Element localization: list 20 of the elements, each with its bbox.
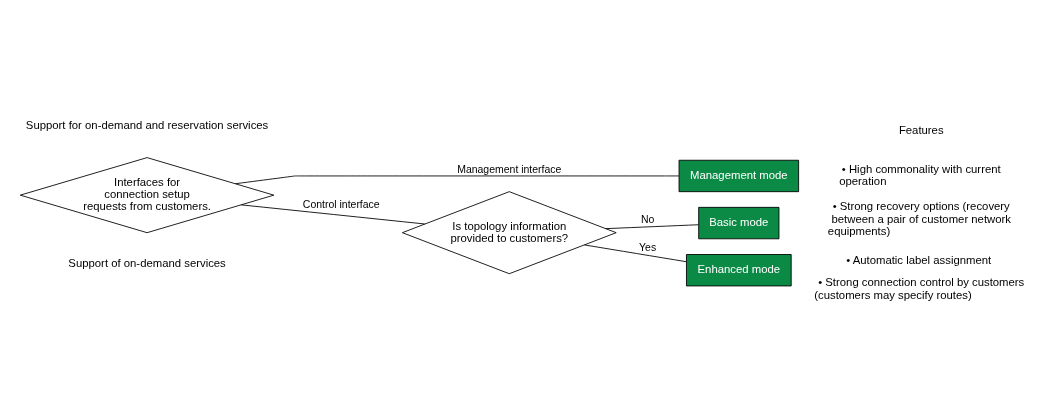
node-label: • Automatic label assignment: [846, 254, 992, 267]
node-label: • Strong recovery options (recovery between a pair of customer network equipments): [827, 200, 1011, 237]
label: Features: [898, 124, 944, 137]
node-box: Basic mode: [698, 206, 780, 240]
connector: [240, 204, 426, 225]
node-label: • Strong connection control by customers (customers may specify routes): [814, 276, 1025, 301]
node-label: • High commonality with current operation: [839, 162, 1001, 188]
edge-label: Control interface: [302, 198, 380, 210]
connector: [584, 244, 687, 263]
node-box: Enhanced mode: [686, 254, 792, 287]
edge-label: No: [640, 213, 655, 225]
node-box: Management mode: [678, 159, 800, 193]
edge-label: Yes: [639, 241, 657, 253]
node-diamond: Interfaces for connection setup requests from customers.: [19, 157, 275, 234]
node-diamond: Is topology information provided to customers?: [401, 191, 617, 275]
label: Support of on-demand services: [68, 257, 226, 270]
connector: [235, 175, 680, 185]
edge-label: Management interface: [457, 163, 562, 175]
label: Support for on-demand and reservation services: [25, 119, 269, 132]
connector: [605, 224, 699, 230]
